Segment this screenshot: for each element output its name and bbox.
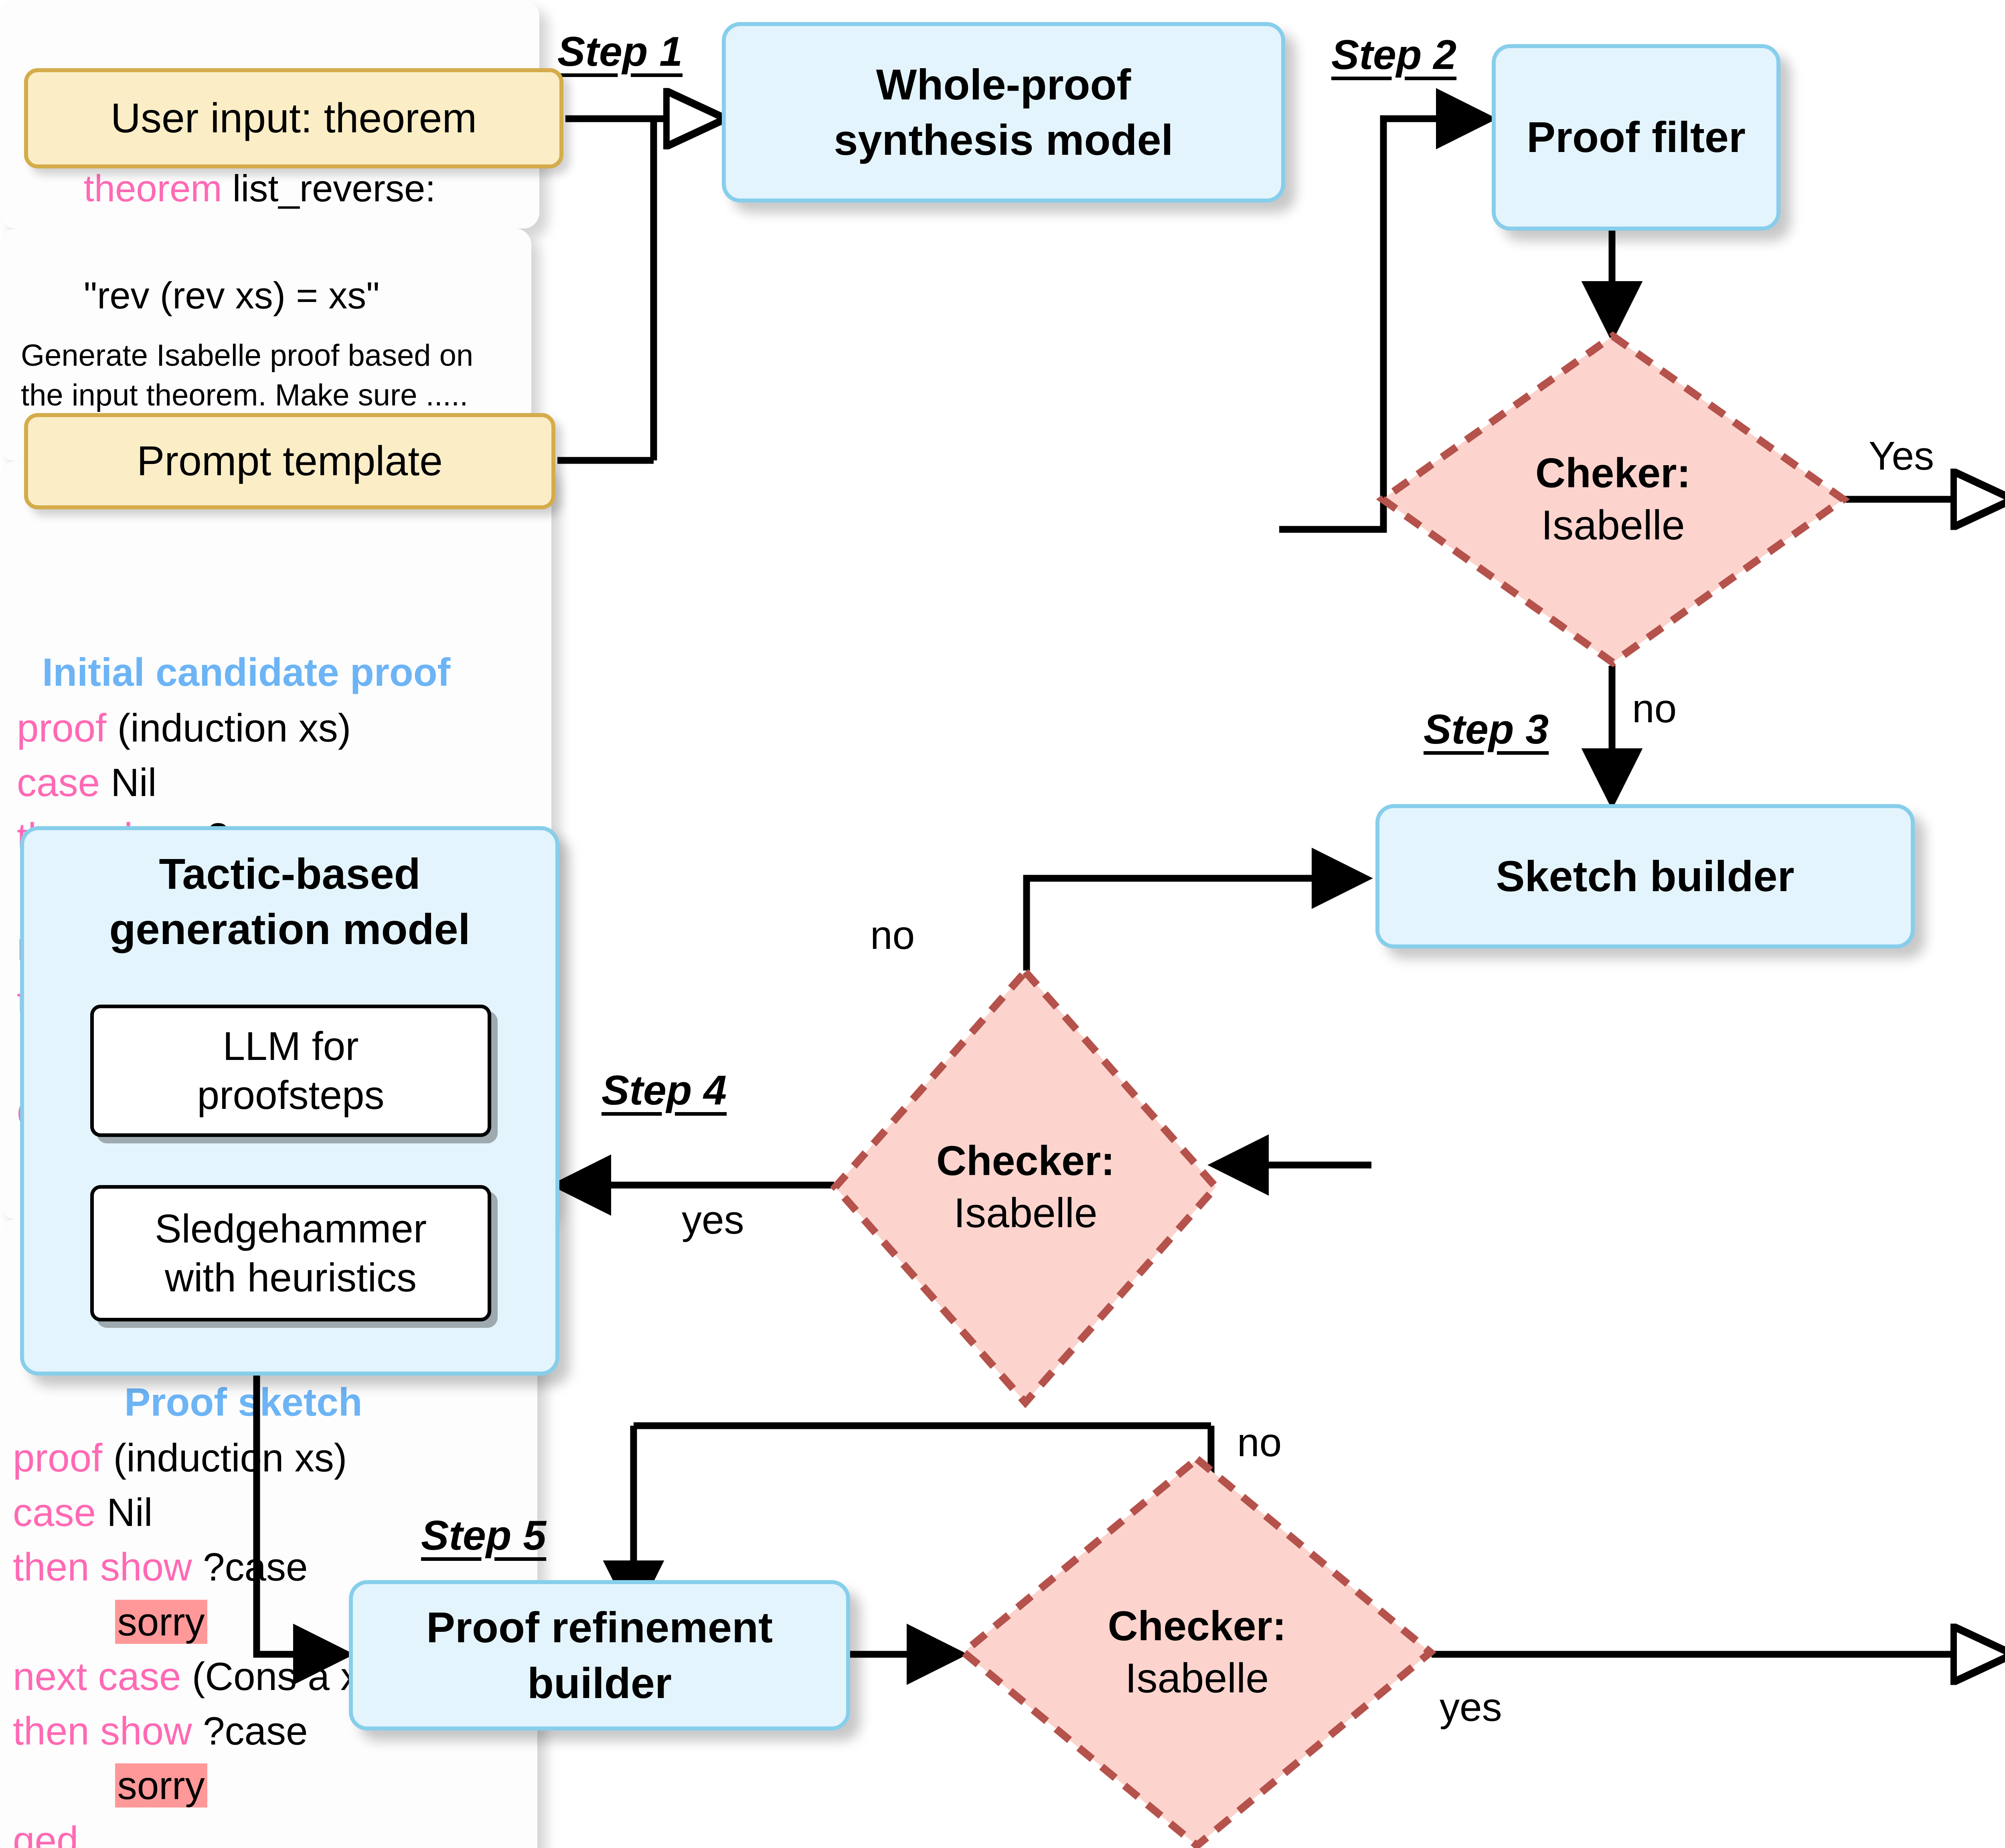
user-input-label: User input: theorem: [110, 95, 477, 142]
code-line: proof (induction xs): [13, 1431, 537, 1485]
code-line: sorry: [13, 1758, 537, 1813]
checker-3-label: Checker: Isabelle: [960, 1456, 1434, 1848]
checker-3-line1: Checker:: [1108, 1603, 1286, 1649]
user-input-box[interactable]: User input: theorem: [24, 68, 563, 168]
initial-candidate-proof-title: Initial candidate proof: [42, 650, 451, 694]
code-text: ?case: [192, 1709, 308, 1753]
checker-3-shape: [958, 1454, 1436, 1848]
checker-3-line2: Isabelle: [1125, 1655, 1269, 1702]
checker-1-shape: [1376, 331, 1850, 667]
edge-label-no-step3: no: [1632, 686, 1677, 731]
edge-label-no-sketch-loop: no: [870, 913, 915, 958]
proof-filter-label: Proof filter: [1526, 113, 1746, 162]
theorem-name: list_reverse:: [222, 167, 436, 210]
llm-for-proofsteps-label: LLM for proofsteps: [197, 1024, 385, 1118]
code-text: ?case: [192, 1545, 308, 1589]
sketch-builder-box[interactable]: Sketch builder: [1375, 804, 1915, 948]
code-line: then show ?case: [13, 1704, 537, 1758]
code-keyword: proof: [13, 1436, 103, 1480]
prompt-template-label: Prompt template: [137, 438, 443, 484]
code-keyword: qed: [13, 1818, 79, 1848]
code-keyword: then show: [13, 1709, 192, 1753]
checker-2-shape: [830, 966, 1221, 1408]
code-text: (induction xs): [102, 1436, 347, 1480]
code-line: case Nil: [17, 755, 551, 810]
tactic-based-generation-model-label: Tactic-based generation model: [109, 849, 470, 954]
proof-refinement-builder-box[interactable]: Proof refinement builder: [349, 1580, 850, 1730]
code-highlight: sorry: [115, 1599, 207, 1644]
edge-label-yes-bottom: yes: [1440, 1685, 1502, 1730]
step-1-label: Step 1: [557, 28, 683, 75]
code-keyword: next case: [13, 1654, 181, 1698]
edge-label-no-refine-loop: no: [1237, 1420, 1282, 1465]
code-keyword: case: [17, 760, 100, 805]
checker-1-line1: Cheker:: [1535, 450, 1691, 496]
prompt-template-box[interactable]: Prompt template: [24, 413, 555, 509]
checker-isabelle-2[interactable]: Checker: Isabelle: [830, 966, 1221, 1408]
code-highlight: sorry: [115, 1763, 207, 1808]
llm-for-proofsteps-box[interactable]: LLM for proofsteps: [90, 1005, 491, 1137]
checker-isabelle-3[interactable]: Checker: Isabelle: [958, 1454, 1436, 1848]
step-4-label: Step 4: [602, 1067, 727, 1114]
theorem-statement: "rev (rev xs) = xs": [83, 274, 380, 317]
sledgehammer-box[interactable]: Sledgehammer with heuristics: [90, 1185, 491, 1321]
user-input-code: theorem list_reverse: "rev (rev xs) = xs…: [0, 0, 539, 376]
edge-label-yes-top: Yes: [1869, 434, 1934, 478]
checker-2-line2: Isabelle: [954, 1190, 1098, 1236]
proof-filter-box[interactable]: Proof filter: [1492, 44, 1780, 231]
code-keyword: then show: [13, 1545, 192, 1589]
code-text: Nil: [96, 1490, 153, 1535]
theorem-keyword: theorem: [83, 167, 222, 210]
edge-checker2-no-to-sketch-builder: [1023, 847, 1373, 971]
code-keyword: case: [13, 1490, 96, 1535]
checker-1-label: Cheker: Isabelle: [1379, 333, 1847, 666]
code-line: qed: [13, 1813, 537, 1848]
checker-isabelle-1[interactable]: Cheker: Isabelle: [1376, 331, 1850, 667]
code-text: (induction xs): [106, 706, 351, 750]
whole-proof-synthesis-model-label: Whole-proof synthesis model: [834, 60, 1173, 164]
checker-1-line2: Isabelle: [1541, 502, 1685, 549]
checker-2-label: Checker: Isabelle: [832, 969, 1219, 1406]
checker-2-line1: Checker:: [936, 1138, 1115, 1184]
whole-proof-synthesis-model-box[interactable]: Whole-proof synthesis model: [722, 22, 1285, 203]
prompt-template-code: Generate Isabelle proof based on the inp…: [21, 338, 482, 412]
sledgehammer-label: Sledgehammer with heuristics: [154, 1206, 427, 1300]
step-3-label: Step 3: [1424, 706, 1549, 753]
code-line: proof (induction xs): [17, 701, 551, 755]
step-5-label: Step 5: [421, 1512, 547, 1559]
step-2-label: Step 2: [1331, 32, 1457, 78]
edge-label-yes-step4: yes: [682, 1198, 744, 1242]
code-line: sorry: [13, 1595, 537, 1649]
code-line: case Nil: [13, 1485, 537, 1540]
sketch-builder-label: Sketch builder: [1496, 851, 1794, 900]
code-text: Nil: [100, 760, 157, 805]
proof-refinement-builder-label: Proof refinement builder: [426, 1603, 773, 1707]
code-keyword: proof: [17, 706, 107, 750]
